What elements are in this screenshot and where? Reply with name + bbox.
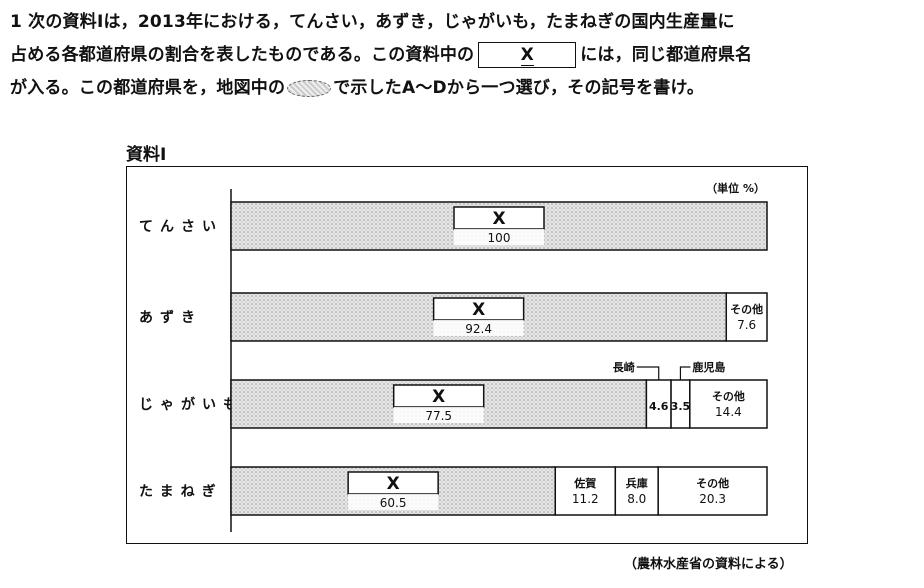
data-value-label: 14.4 bbox=[715, 405, 742, 419]
map-marker-icon bbox=[287, 79, 332, 97]
segment-name-label: その他 bbox=[712, 389, 745, 403]
bar-segment bbox=[657, 466, 768, 516]
category-label: てんさい bbox=[139, 219, 223, 235]
question-line-3-pre: が入る。この都道府県を，地図中の bbox=[10, 78, 286, 98]
category-label: じゃがいも bbox=[139, 396, 244, 413]
question-line-2-post: には，同じ都道府県名 bbox=[580, 45, 753, 65]
question-line-1: 1 次の資料Ⅰは，2013年における，てんさい，あずき，じゃがいも，たまねぎの国… bbox=[10, 12, 735, 32]
callout-line bbox=[679, 366, 691, 380]
callout-label: 鹿児島 bbox=[692, 360, 725, 374]
chart-frame: （単位 %） てんさい X 100 あずき X 92.4 その他 7.6 じゃがいも X 77.5 4.… bbox=[126, 166, 808, 544]
value-label-backdrop bbox=[433, 320, 524, 336]
data-value-label: 20.3 bbox=[699, 492, 726, 506]
segment-name-label: その他 bbox=[696, 476, 729, 490]
bar-segment bbox=[554, 466, 617, 516]
value-label-backdrop bbox=[454, 229, 544, 245]
category-label: あずき bbox=[139, 309, 202, 326]
category-label: たまねぎ bbox=[139, 483, 223, 500]
segment-name-label: 佐賀 bbox=[573, 476, 596, 490]
bar-segment bbox=[645, 379, 672, 429]
segment-name-label: X bbox=[387, 474, 400, 494]
source-note: （農林水産省の資料による） bbox=[624, 557, 793, 572]
data-value-label: 92.4 bbox=[465, 322, 492, 336]
question-line-3-post: で示したA～Dから一つ選び，その記号を書け。 bbox=[333, 78, 705, 98]
blank-x-label: X bbox=[520, 45, 534, 66]
unit-label: （単位 %） bbox=[706, 181, 765, 195]
data-value-label: 11.2 bbox=[572, 492, 599, 506]
data-value-label: 4.6 bbox=[649, 400, 669, 413]
segment-name-label: X bbox=[432, 387, 445, 407]
stacked-bar-chart: （単位 %） てんさい X 100 あずき X 92.4 その他 7.6 じゃがいも X 77.5 4.… bbox=[139, 181, 768, 532]
question-text: 1 次の資料Ⅰは，2013年における，てんさい，あずき，じゃがいも，たまねぎの国… bbox=[10, 6, 915, 105]
blank-x-box: X bbox=[478, 42, 577, 68]
data-value-label: 7.6 bbox=[737, 318, 756, 332]
question-line-2: 占める各都道府県の割合を表したものである。この資料中の X には，同じ都道府県名 bbox=[10, 39, 915, 72]
data-value-label: 8.0 bbox=[627, 492, 646, 506]
bar-segment bbox=[614, 466, 659, 516]
document-title: 資料Ⅰ bbox=[126, 145, 167, 165]
bar-segment bbox=[689, 379, 768, 429]
question-line-2-pre: 占める各都道府県の割合を表したものである。この資料中の bbox=[10, 45, 475, 65]
data-value-label: 100 bbox=[488, 231, 511, 245]
value-label-backdrop bbox=[393, 407, 484, 423]
data-value-label: 60.5 bbox=[380, 496, 407, 510]
segment-name-label: その他 bbox=[730, 302, 763, 316]
question-line-3: が入る。この都道府県を，地図中の で示したA～Dから一つ選び，その記号を書け。 bbox=[10, 72, 915, 105]
callout-line bbox=[636, 366, 660, 380]
callout-label: 長崎 bbox=[613, 360, 635, 374]
segment-name-label: 兵庫 bbox=[626, 476, 648, 490]
value-label-backdrop bbox=[348, 494, 439, 510]
segment-name-label: X bbox=[472, 300, 485, 320]
data-value-label: 77.5 bbox=[425, 409, 452, 423]
bar-segment bbox=[725, 292, 768, 342]
data-value-label: 3.5 bbox=[671, 400, 691, 413]
segment-name-label: X bbox=[492, 209, 505, 229]
